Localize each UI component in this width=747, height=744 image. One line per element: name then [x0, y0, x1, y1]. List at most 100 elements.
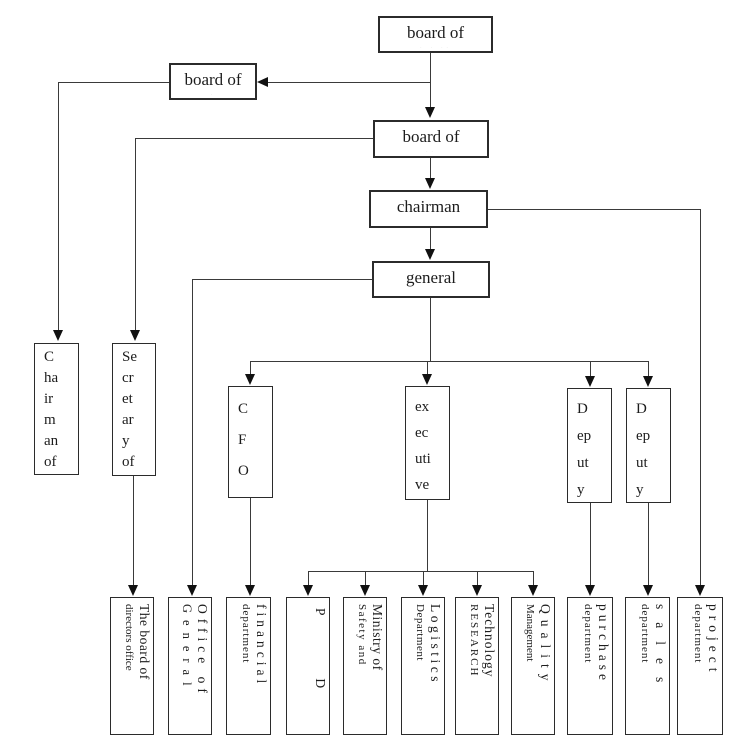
node-label: Quality — [538, 604, 553, 687]
clipped-text: .. — [425, 147, 437, 152]
node-label: ep — [636, 428, 651, 444]
connector — [266, 82, 430, 83]
node-label: board of — [406, 23, 465, 42]
connector — [590, 503, 591, 587]
connector — [477, 571, 478, 587]
node-label: financial — [254, 604, 269, 688]
connector — [430, 158, 431, 180]
dept-quality-management: Quality Management — [511, 597, 555, 735]
node-label: O — [238, 463, 249, 479]
connector — [365, 571, 366, 587]
node-label: Management — [524, 604, 536, 662]
node-deputy-2: D ep ut y — [626, 388, 671, 503]
arrow-down-icon — [695, 585, 705, 596]
node-label: chairman — [396, 197, 461, 216]
arrow-down-icon — [585, 376, 595, 387]
arrow-down-icon — [245, 585, 255, 596]
dept-logistics-department: Logistics Department — [401, 597, 445, 735]
node-label: ar — [122, 412, 134, 428]
connector — [133, 476, 134, 587]
node-label: ve — [415, 477, 430, 493]
arrow-down-icon — [360, 585, 370, 596]
connector — [250, 361, 251, 376]
node-label: F — [238, 432, 247, 448]
node-label: C — [44, 349, 55, 365]
connector — [427, 498, 428, 572]
connector — [192, 279, 372, 280]
arrow-down-icon — [528, 585, 538, 596]
node-cfo: C F O — [228, 386, 273, 498]
node-secretary-of: Se cr et ar y of — [112, 343, 156, 476]
connector — [250, 361, 648, 362]
connector — [430, 53, 431, 109]
arrow-down-icon — [643, 376, 653, 387]
connector — [590, 361, 591, 378]
node-label: uti — [415, 451, 431, 467]
node-label: ha — [44, 370, 59, 386]
node-label: department — [692, 604, 704, 664]
connector — [250, 498, 251, 587]
arrow-down-icon — [53, 330, 63, 341]
node-board-of-mid: board of .. — [373, 120, 489, 158]
node-label: Se — [122, 349, 137, 365]
arrow-down-icon — [303, 585, 313, 596]
node-label: project — [706, 604, 721, 677]
node-label: The board of — [137, 604, 152, 680]
dept-purchase-department: purchase department — [567, 597, 613, 735]
dept-p-d: P D — [286, 597, 330, 735]
node-label: C — [238, 401, 249, 417]
connector — [427, 361, 428, 376]
node-label: ep — [577, 428, 592, 444]
node-board-of-left: board of . — [169, 63, 257, 100]
connector — [430, 298, 431, 362]
node-label: board of — [402, 127, 460, 146]
dept-board-of-directors-office: The board of directors office — [110, 597, 154, 735]
node-label: m — [44, 412, 56, 428]
connector — [135, 138, 373, 139]
arrow-down-icon — [425, 107, 435, 118]
clipped-text: . . .. — [419, 43, 452, 48]
node-label: D — [577, 401, 588, 417]
arrow-down-icon — [425, 249, 435, 260]
node-chairman: chairman — [369, 190, 488, 228]
node-label: Ministry of — [370, 604, 385, 671]
connector — [533, 571, 534, 587]
connector — [700, 209, 701, 587]
arrow-down-icon — [472, 585, 482, 596]
node-label: of — [122, 454, 135, 470]
node-label: directors office — [123, 604, 135, 671]
connector — [308, 571, 533, 572]
connector — [58, 82, 59, 332]
node-label: department — [240, 604, 252, 664]
clipped-text: . — [210, 90, 216, 95]
arrow-left-icon — [257, 77, 268, 87]
arrow-down-icon — [585, 585, 595, 596]
node-label: Technology — [482, 604, 497, 678]
node-label: y — [122, 433, 130, 449]
node-label: department — [639, 604, 651, 664]
connector — [135, 138, 136, 332]
node-general: general — [372, 261, 490, 298]
node-label: ir — [44, 391, 54, 407]
connector — [648, 503, 649, 587]
arrow-down-icon — [422, 374, 432, 385]
arrow-down-icon — [418, 585, 428, 596]
connector — [308, 571, 309, 587]
arrow-down-icon — [643, 585, 653, 596]
node-label: General — [180, 604, 194, 693]
node-chairman-of: C ha ir m an of — [34, 343, 79, 475]
node-label: P D — [313, 608, 328, 719]
node-label: ut — [636, 455, 648, 471]
node-label: y — [636, 482, 644, 498]
dept-ministry-of-safety: Ministry of Safety and — [343, 597, 387, 735]
dept-project-department: project department — [677, 597, 723, 735]
node-label: board of — [184, 70, 242, 89]
node-label: an — [44, 433, 59, 449]
arrow-down-icon — [130, 330, 140, 341]
node-label: Office of — [195, 604, 210, 698]
node-label: general — [405, 268, 457, 287]
connector — [58, 82, 169, 83]
dept-sales-department: sales department — [625, 597, 670, 735]
node-label: Logistics — [428, 604, 443, 685]
